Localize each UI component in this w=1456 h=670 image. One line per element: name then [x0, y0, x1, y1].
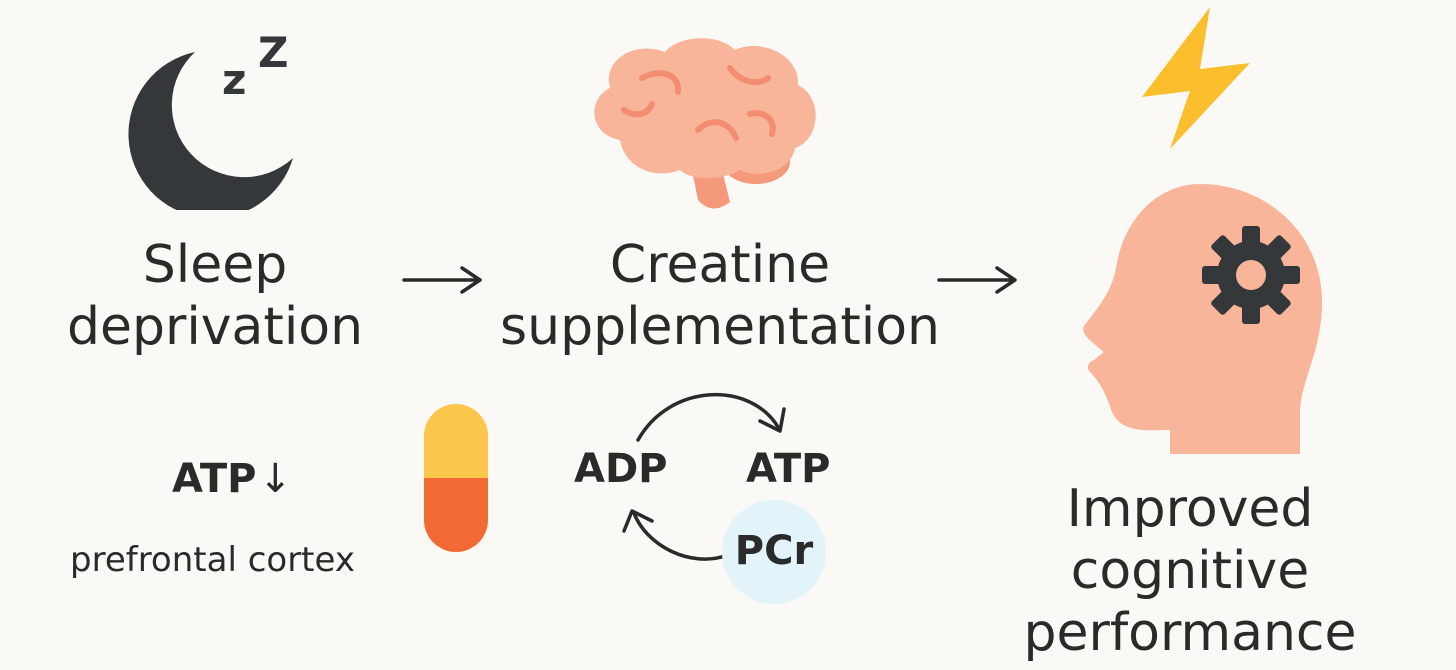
prefrontal-cortex-label: prefrontal cortex: [70, 540, 355, 580]
creatine-label-line2: supplementation: [500, 297, 940, 357]
gear-icon: [1202, 226, 1300, 324]
atp-cycle-arrows: [622, 392, 786, 561]
pcr-circle: [722, 500, 826, 604]
creatine-label: Creatine supplementation: [490, 234, 950, 358]
outcome-label-line1: Improved: [1066, 479, 1314, 539]
brain-icon: [594, 38, 816, 209]
atp-label: ATP: [746, 446, 831, 492]
outcome-label: Improved cognitive performance: [1010, 478, 1370, 664]
moon-icon: [128, 52, 293, 210]
pill-icon: [424, 404, 488, 552]
sleep-label: Sleep deprivation: [60, 234, 370, 358]
outcome-label-line3: performance: [1023, 603, 1357, 663]
down-arrow-icon: ↓: [258, 456, 292, 502]
adp-label: ADP: [574, 446, 668, 492]
flow-arrow-1: [402, 266, 482, 294]
lightning-bolt-icon: [1142, 7, 1250, 149]
outcome-label-line2: cognitive: [1070, 541, 1310, 601]
pcr-label: PCr: [734, 528, 814, 574]
sleep-z-large: Z: [258, 28, 289, 77]
atp-decrease-label: ATP↓: [172, 456, 292, 502]
sleep-label-line2: deprivation: [66, 297, 364, 357]
atp-text: ATP: [172, 456, 257, 502]
sleep-label-line1: Sleep: [142, 235, 288, 295]
creatine-label-line1: Creatine: [609, 235, 831, 295]
sleep-z-small: z: [222, 55, 247, 104]
flow-arrow-2: [937, 266, 1017, 294]
